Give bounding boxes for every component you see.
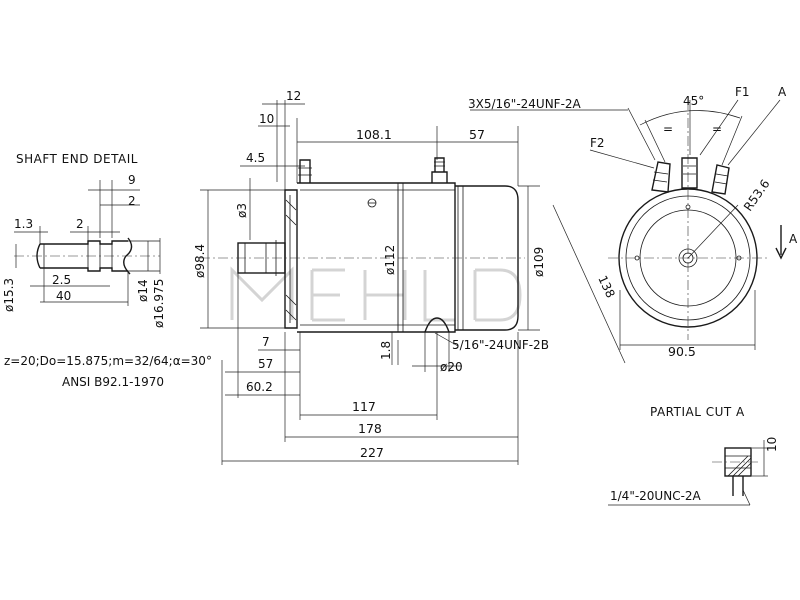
section-marker-a: A [789, 232, 798, 246]
dim-108-1: 108.1 [356, 127, 392, 142]
dim-dia-20: ø20 [440, 360, 463, 374]
dim-dia-14: ø14 [136, 279, 150, 302]
dim-1-3: 1.3 [14, 217, 33, 231]
label-f2: F2 [590, 136, 605, 150]
dim-dia-98-4: ø98.4 [193, 244, 207, 278]
dim-57-bottom: 57 [258, 357, 273, 371]
gear-spec-text: z=20;Do=15.875;m=32/64;α=30° [4, 354, 212, 368]
standard-text: ANSI B92.1-1970 [62, 375, 164, 389]
dim-57-top: 57 [469, 127, 485, 142]
dim-2-5: 2.5 [52, 273, 71, 287]
dim-90-5: 90.5 [668, 344, 696, 359]
dim-12: 12 [286, 89, 301, 103]
motor-side-view: 12 10 108.1 57 4.5 ø3 ø98.4 ø112 ø109 7 … [193, 89, 549, 465]
label-a-top: A [778, 85, 787, 99]
shaft-end-detail-heading: SHAFT END DETAIL [16, 152, 138, 166]
dim-r53-6: R53.6 [741, 177, 773, 214]
thread-side-label: 5/16"-24UNF-2B [452, 338, 549, 352]
dim-dia-112: ø112 [383, 245, 397, 275]
dim-10-cut: 10 [765, 437, 779, 452]
dim-2-mid: 2 [76, 217, 84, 231]
dim-4-5: 4.5 [246, 151, 265, 165]
dim-7: 7 [262, 335, 270, 349]
dim-1-8: 1.8 [379, 341, 393, 360]
brand-watermark [230, 266, 522, 322]
dim-178: 178 [358, 421, 382, 436]
terminal-thread-label: 3X5/16"-24UNF-2A [468, 97, 582, 111]
dim-dia-3: ø3 [235, 203, 249, 218]
dim-10-side: 10 [259, 112, 274, 126]
shaft-end-detail: SHAFT END DETAIL 9 2 1.3 2 2.5 40 ø15.3 [2, 152, 166, 328]
dim-9: 9 [128, 173, 136, 187]
cut-thread-label: 1/4"-20UNC-2A [610, 489, 702, 503]
label-f1: F1 [735, 85, 750, 99]
dim-227: 227 [360, 445, 384, 460]
dim-117: 117 [352, 399, 376, 414]
dim-dia-15-3: ø15.3 [2, 278, 16, 312]
dim-40: 40 [56, 289, 71, 303]
partial-cut-a: PARTIAL CUT A 10 1/4"-20UNC-2A [608, 405, 779, 506]
partial-cut-heading: PARTIAL CUT A [650, 405, 745, 419]
angle-45: 45° [683, 94, 704, 108]
dim-2-top: 2 [128, 194, 136, 208]
dim-dia-109: ø109 [532, 247, 546, 277]
equal-mark-1: = [663, 122, 673, 136]
dim-60-2: 60.2 [246, 380, 273, 394]
dim-dia-16-975: ø16.975 [152, 279, 166, 328]
dim-138: 138 [595, 273, 617, 300]
equal-mark-2: = [712, 122, 722, 136]
